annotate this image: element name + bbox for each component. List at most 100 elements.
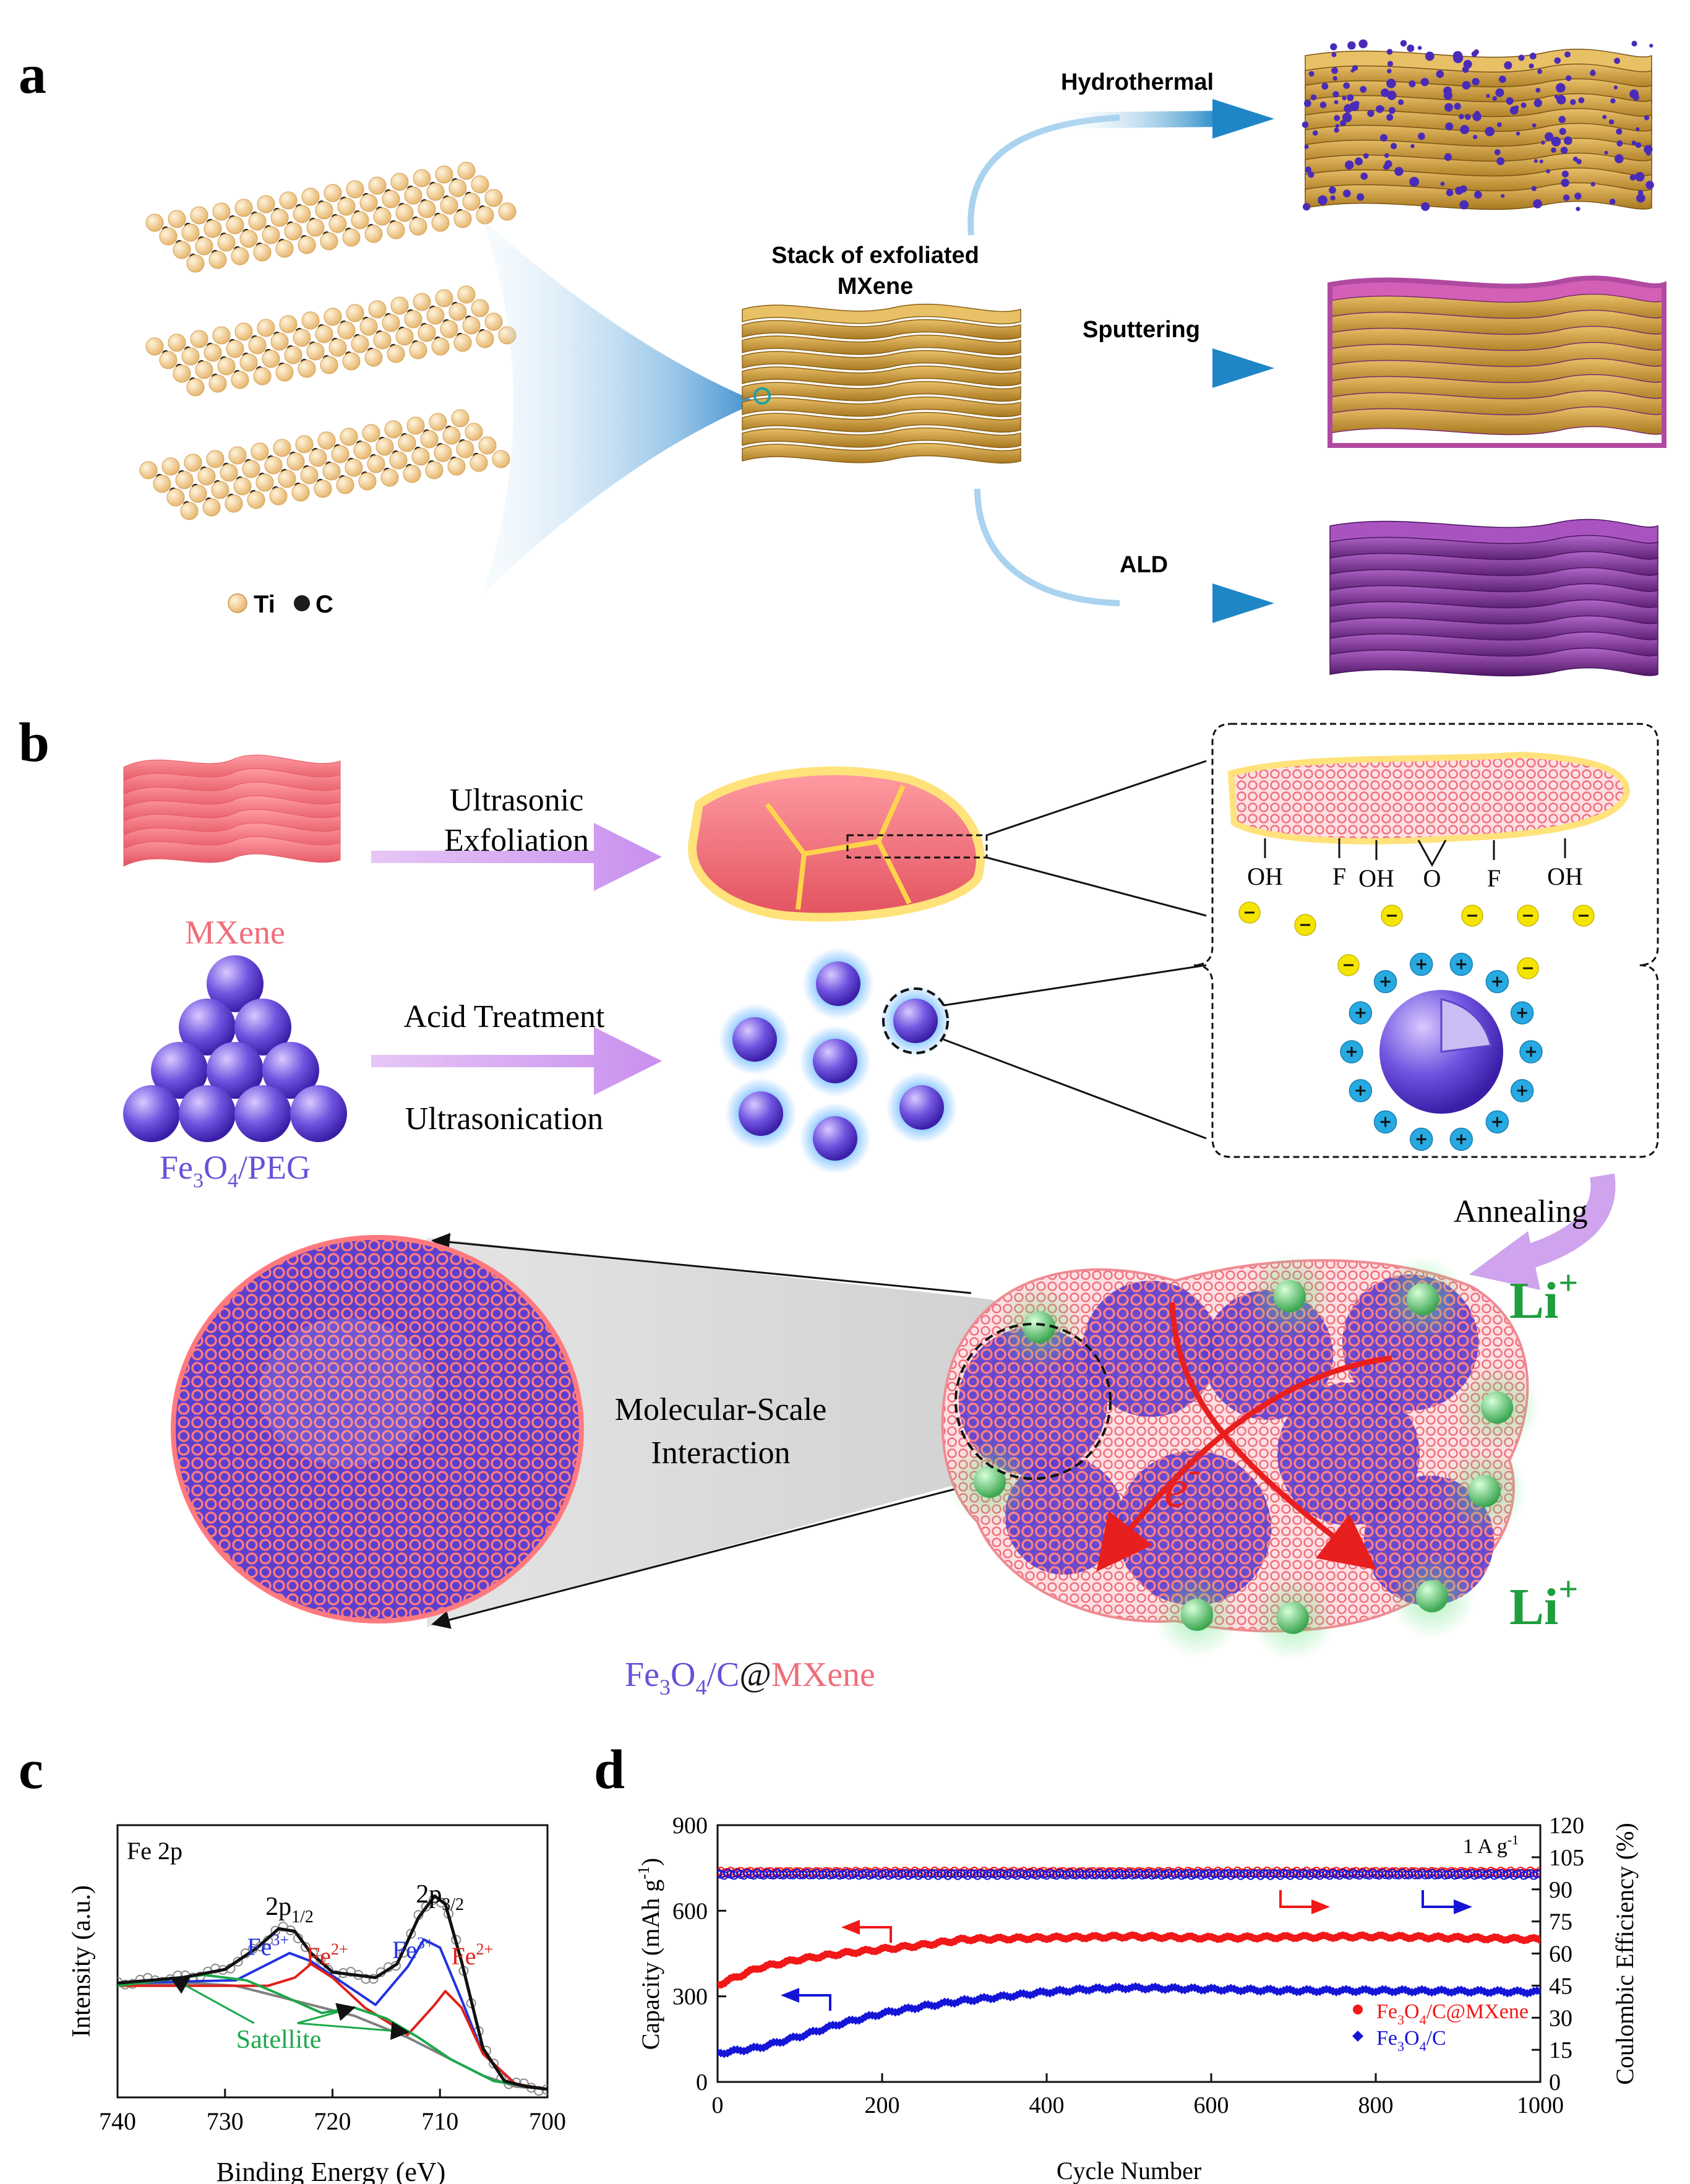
c-atom-icon (294, 595, 310, 611)
fe3o4-sphere (813, 1116, 857, 1161)
nanoparticle (1330, 43, 1337, 51)
ti-atom (208, 374, 227, 393)
nanoparticle (1473, 113, 1482, 121)
panel-b: b MXene Ultrasonic Exfoliation Fe3O4/PEG… (19, 712, 1659, 1700)
ti-atom (195, 237, 213, 256)
ti-atom (233, 477, 252, 496)
ti-atom (492, 450, 510, 468)
nanoparticle (1443, 91, 1453, 100)
ti-atom (190, 330, 208, 348)
ti-atom (279, 315, 298, 333)
xps-data-point (233, 1956, 243, 1967)
nanoparticle (1409, 176, 1420, 187)
nanoparticle (1363, 153, 1369, 159)
cycling-y2-tick-label: 90 (1549, 1877, 1572, 1903)
efficiency-point (1532, 1869, 1540, 1878)
funnel-pointer-bottom (431, 1484, 972, 1629)
ti-atom (442, 426, 461, 445)
xps-x-tick-label: 700 (529, 2107, 566, 2135)
ti-atom (398, 434, 416, 452)
fe3o4-sphere (123, 1085, 180, 1142)
ti-atom (457, 161, 476, 180)
nanoparticle (1329, 186, 1336, 194)
xps-data-point (210, 1963, 221, 1974)
ti-atom (337, 197, 356, 216)
mxene-pink-stack (123, 754, 341, 867)
ti-atom (293, 329, 311, 347)
bridging-o-bond (1417, 840, 1447, 867)
ti-atom (181, 223, 200, 242)
nanoparticle (1387, 90, 1397, 100)
plus-sign (1355, 1008, 1366, 1018)
plus-sign (1526, 1047, 1536, 1057)
cycling-y2-tick-label: 15 (1549, 2037, 1572, 2063)
li-ion-sphere (1277, 1602, 1309, 1634)
cycling-y2-tick-label: 105 (1549, 1845, 1584, 1871)
nanoparticle (1614, 58, 1621, 64)
nanoparticle (1446, 189, 1454, 197)
mxene-label: MXene (185, 914, 285, 951)
nanoparticle (1343, 82, 1350, 89)
nanoparticle (1330, 195, 1336, 201)
ti-atom (231, 371, 249, 389)
legend-label-mxene: Fe3O4/C@MXene (1376, 2000, 1529, 2027)
nanoparticle (1561, 170, 1569, 178)
ti-atom (384, 420, 403, 439)
nanoparticle (1635, 142, 1642, 148)
nanoparticle (1613, 85, 1618, 90)
nanoparticle (1440, 181, 1445, 186)
nanoparticle (1496, 157, 1505, 166)
ti-atom (173, 364, 191, 383)
li-ion-label-bottom: Li+ (1509, 1570, 1578, 1636)
nanoparticle (1394, 166, 1404, 176)
ti-atom (462, 192, 481, 211)
cycling-y2-tick-label: 120 (1549, 1813, 1584, 1839)
ti-atom (239, 230, 258, 248)
cycling-y2-axis-label: Coulombic Efficiency (%) (1611, 1823, 1639, 2085)
plus-sign (1456, 1134, 1467, 1145)
nanoparticle (1355, 157, 1363, 166)
nanoparticle (1471, 51, 1478, 58)
ti-atom (145, 337, 164, 356)
legend-label-fe3o4c: Fe3O4/C (1376, 2027, 1446, 2054)
ti-atom (345, 458, 363, 477)
mxene-sheet (742, 319, 1021, 340)
nanoparticle (1339, 119, 1347, 127)
nanoparticle (1615, 154, 1624, 163)
cycling-x-tick-label: 400 (1029, 2092, 1065, 2118)
hydrothermal-product (1302, 39, 1654, 212)
plus-sign (1492, 1117, 1503, 1127)
mxene-sheet (742, 350, 1021, 371)
current-density-label: 1 A g-1 (1463, 1832, 1519, 1858)
ti-atom (159, 351, 178, 369)
exfoliated-mxene-flakes (688, 766, 985, 922)
ti-atom (315, 201, 333, 220)
ti-atom (476, 206, 494, 225)
ti-atom (180, 502, 199, 520)
nanoparticle (1563, 136, 1572, 145)
nanoparticle (1332, 91, 1339, 98)
nanoparticle (1400, 40, 1407, 47)
ti-atom (451, 409, 470, 428)
ti-atom (145, 213, 164, 232)
zoom-cone (483, 220, 758, 594)
nanoparticle (1444, 153, 1452, 161)
ti-atom (346, 180, 364, 199)
functional-group-label: F (1332, 862, 1346, 890)
ti-atom (295, 435, 314, 454)
ti-atom (353, 441, 372, 460)
nanoparticle (1360, 85, 1367, 93)
nanoparticle (1464, 114, 1471, 120)
ti-atom (300, 466, 319, 484)
ti-atom (204, 343, 222, 362)
ti-atom (262, 350, 280, 368)
mxene-sheet (742, 427, 1021, 449)
ti-atom (317, 431, 336, 450)
nanoparticle (1609, 199, 1616, 205)
fe3o4-sphere (207, 955, 264, 1012)
nanoparticle (1492, 96, 1498, 101)
plus-sign (1347, 1047, 1357, 1057)
cycling-y2-tick-label: 60 (1549, 1941, 1572, 1967)
nanoparticle (1352, 65, 1358, 71)
